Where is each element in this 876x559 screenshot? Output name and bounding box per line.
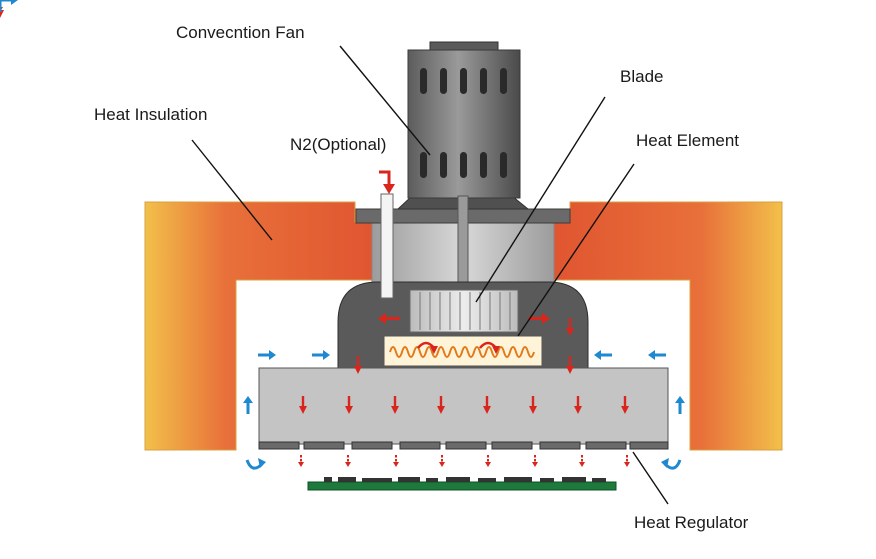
leader-lines [191, 45, 669, 505]
label-convection-fan: Convecntion Fan [176, 23, 305, 42]
fan-shaft [457, 195, 469, 293]
fan-motor-icon [407, 41, 521, 199]
blade-outflow-arrows [378, 313, 550, 324]
n2-inlet-arrow [379, 170, 395, 194]
cool-return-curls [245, 459, 682, 470]
pcb-icon [307, 477, 617, 491]
label-blade: Blade [620, 67, 663, 86]
label-heat-insulation: Heat Insulation [94, 105, 207, 124]
cool-return-arrows [0, 0, 685, 414]
blade-icon [409, 289, 519, 333]
heat-regulator [258, 441, 669, 450]
label-heat-element: Heat Element [636, 131, 739, 150]
label-heat-regulator: Heat Regulator [634, 513, 749, 532]
heat-diffuser-plate [258, 367, 669, 445]
label-n2: N2(Optional) [290, 135, 386, 154]
n2-inlet-pipe [380, 193, 394, 299]
heater-coil-icon [383, 335, 543, 367]
